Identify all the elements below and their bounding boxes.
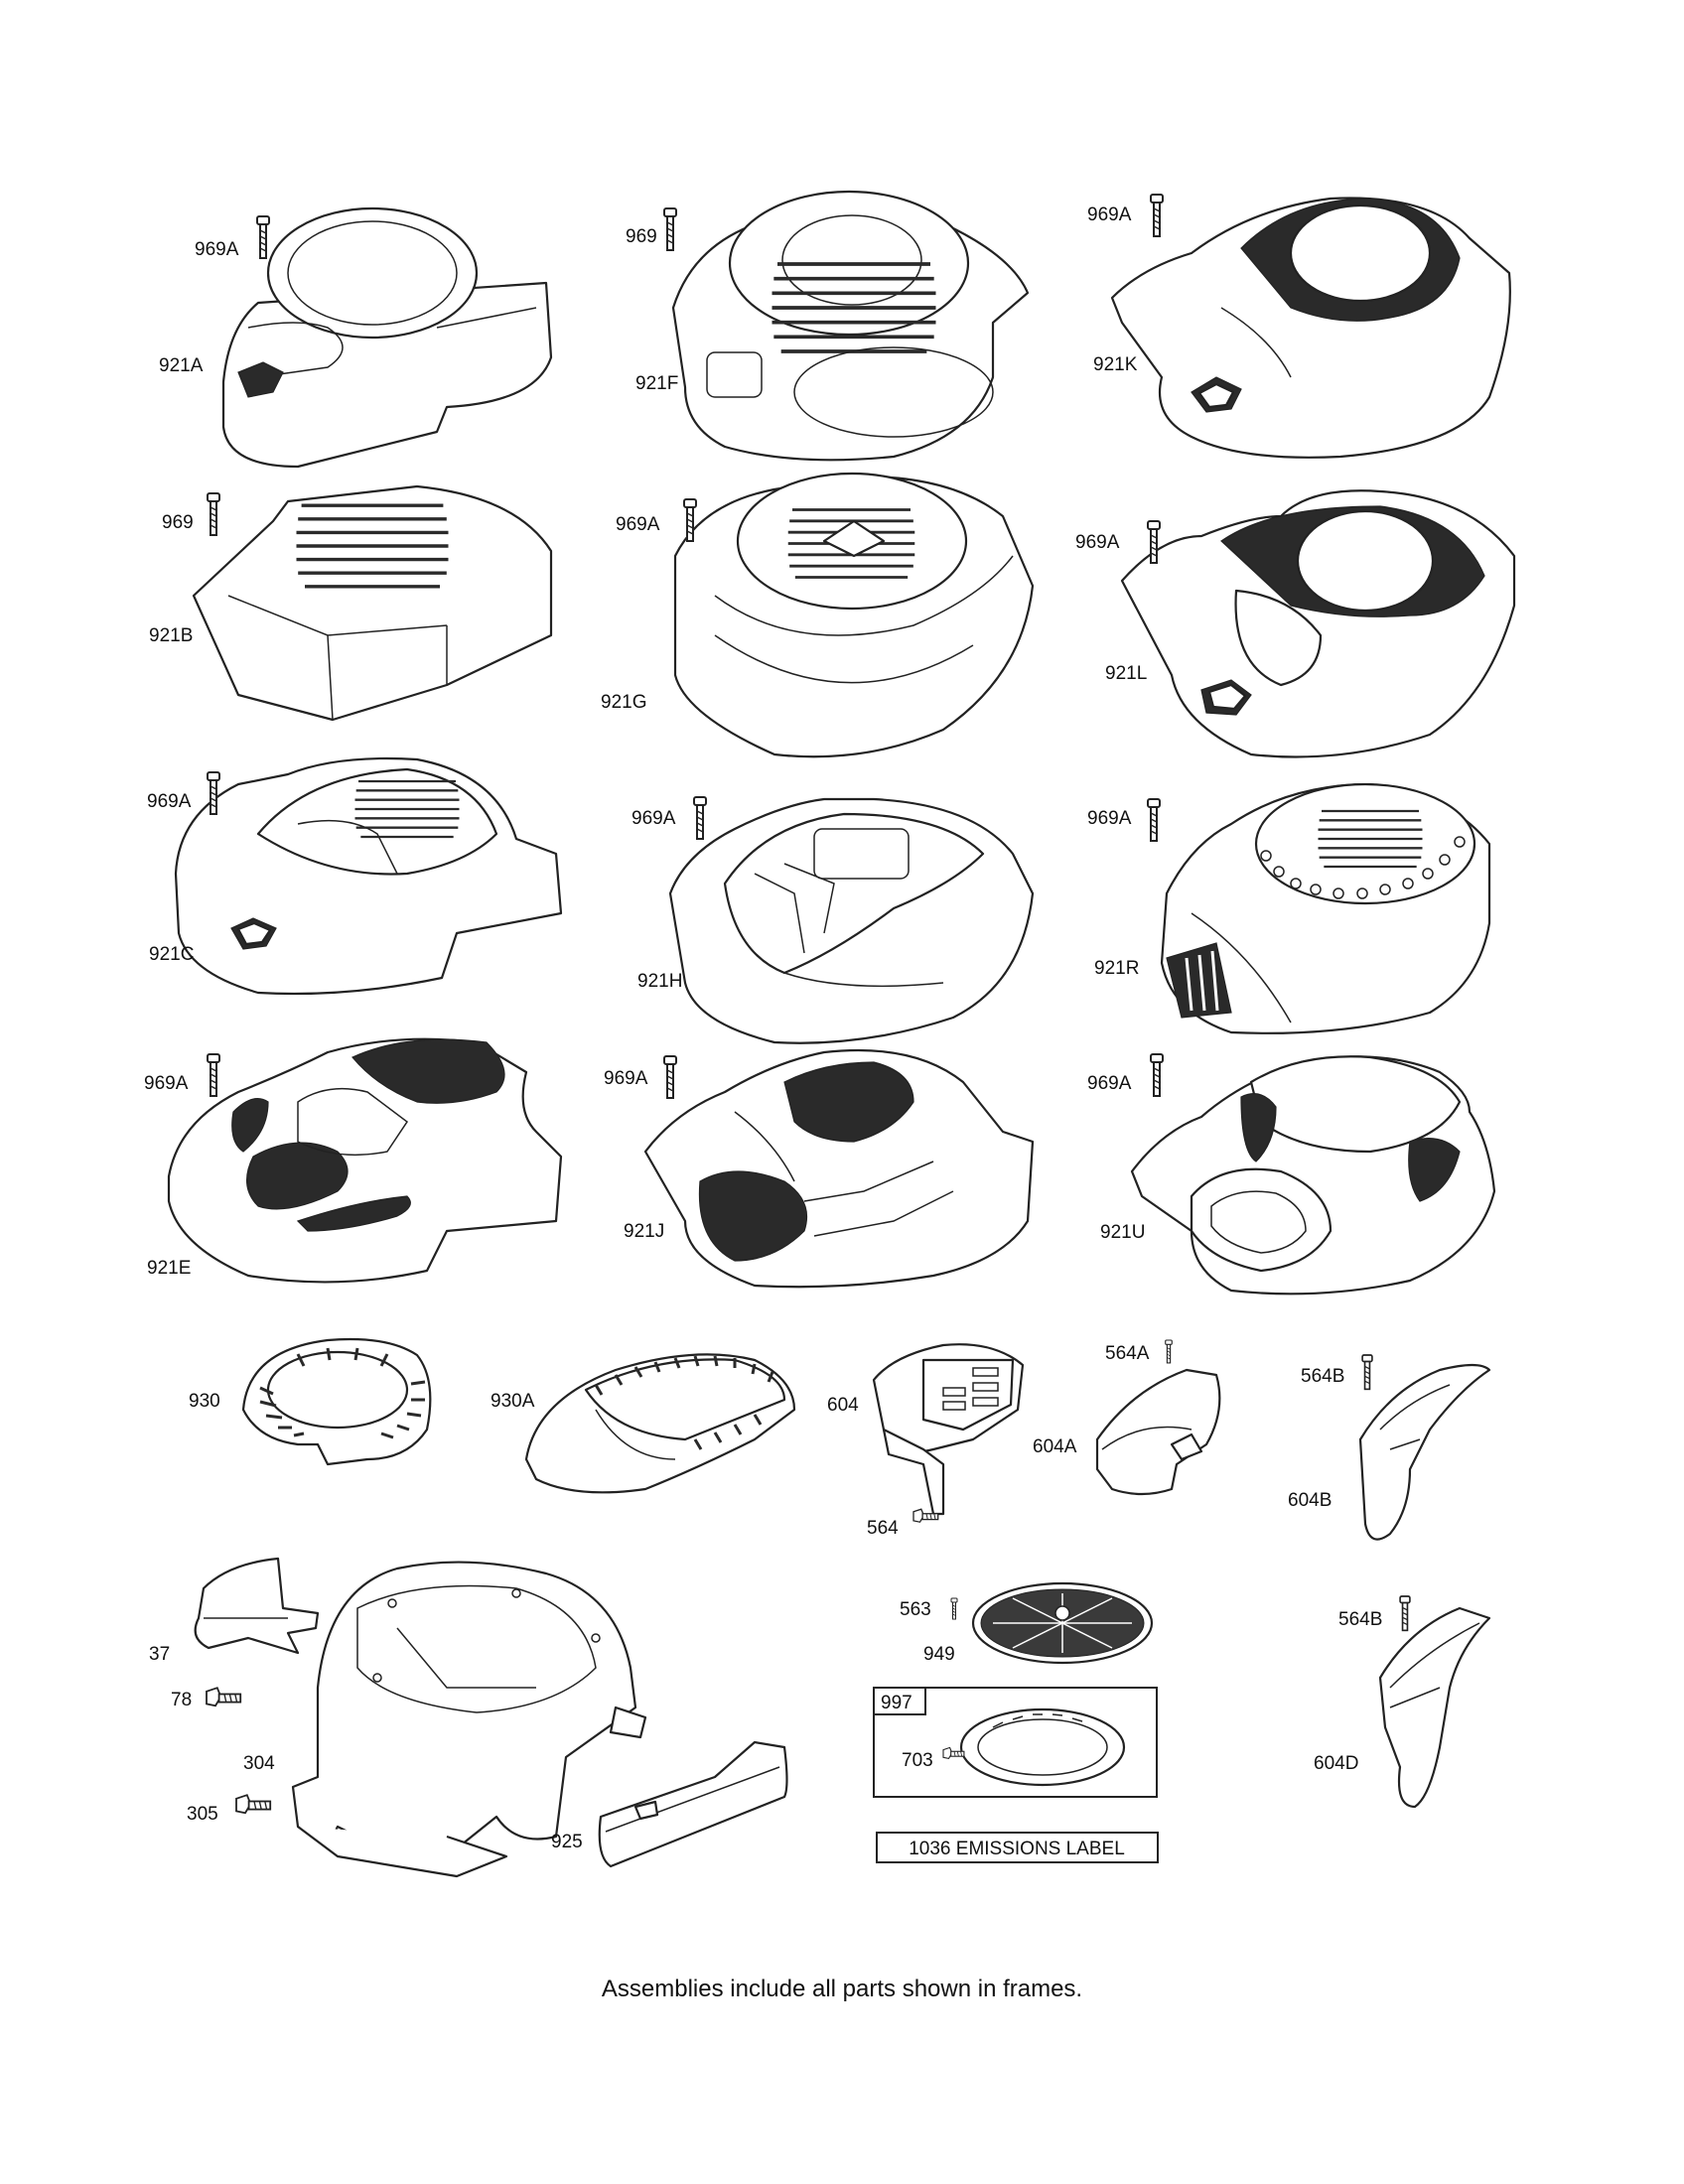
baffle-604D[interactable] — [1378, 1606, 1491, 1809]
label-921C: 921C — [149, 944, 194, 965]
label-921F: 921F — [635, 373, 678, 394]
label-969A: 969A — [604, 1068, 648, 1089]
label-921B: 921B — [149, 625, 193, 646]
label-304: 304 — [243, 1753, 275, 1774]
label-969A: 969A — [1087, 808, 1132, 829]
screw-969A[interactable] — [207, 1053, 220, 1097]
label-921H: 921H — [637, 971, 682, 992]
screw-969A[interactable] — [1150, 194, 1164, 237]
screw-969A[interactable] — [256, 215, 270, 259]
bolt-78[interactable] — [206, 1687, 242, 1707]
footer-note: Assemblies include all parts shown in fr… — [601, 1976, 1083, 2002]
label-969A: 969A — [147, 791, 192, 812]
label-921L: 921L — [1105, 663, 1147, 684]
cover-921G[interactable] — [673, 472, 1035, 758]
label-305: 305 — [187, 1804, 218, 1825]
baffle-604A[interactable] — [1095, 1368, 1221, 1496]
cover-921E[interactable] — [167, 1037, 563, 1284]
label-921J: 921J — [624, 1221, 664, 1242]
label-564B: 564B — [1338, 1609, 1382, 1630]
cover-921A[interactable] — [221, 206, 553, 469]
screw-969[interactable] — [663, 207, 677, 251]
guard-925[interactable] — [598, 1740, 788, 1868]
label-564A: 564A — [1105, 1343, 1150, 1364]
label-969: 969 — [626, 226, 657, 247]
cover-921R[interactable] — [1160, 782, 1491, 1034]
label-78: 78 — [171, 1690, 192, 1710]
emissions-label-box — [876, 1832, 1159, 1863]
screw-969[interactable] — [207, 492, 220, 536]
label-604A: 604A — [1033, 1436, 1077, 1457]
label-921R: 921R — [1094, 958, 1139, 979]
screw-564A[interactable] — [1164, 1339, 1174, 1364]
label-969A: 969A — [1087, 1073, 1132, 1094]
screw-564B[interactable] — [1361, 1354, 1373, 1391]
baffle-604[interactable] — [872, 1343, 1025, 1516]
label-997: 997 — [881, 1693, 912, 1713]
label-921G: 921G — [601, 692, 646, 713]
label-37: 37 — [149, 1644, 170, 1665]
label-564: 564 — [867, 1518, 899, 1539]
label-564B: 564B — [1301, 1366, 1344, 1387]
bolt-305[interactable] — [235, 1794, 272, 1815]
label-969A: 969A — [616, 514, 660, 535]
screen-949[interactable] — [971, 1581, 1154, 1665]
assembly-frame-997[interactable] — [873, 1687, 1158, 1798]
baffle-604B[interactable] — [1358, 1363, 1491, 1541]
screen-930[interactable] — [241, 1337, 432, 1466]
baffle-37[interactable] — [194, 1557, 320, 1655]
label-930A: 930A — [491, 1391, 535, 1412]
label-563: 563 — [900, 1599, 931, 1620]
screw-969A[interactable] — [1147, 798, 1161, 842]
screw-563[interactable] — [950, 1597, 958, 1620]
label-969A: 969A — [195, 239, 239, 260]
screw-564B[interactable] — [1399, 1595, 1411, 1632]
cover-921K[interactable] — [1110, 197, 1511, 459]
label-921K: 921K — [1093, 354, 1138, 375]
screw-969A[interactable] — [693, 796, 707, 840]
cover-921H[interactable] — [668, 797, 1035, 1044]
label-969: 969 — [162, 512, 194, 533]
blower-housing-304[interactable] — [291, 1561, 647, 1878]
label-604: 604 — [827, 1395, 859, 1416]
cover-921F[interactable] — [671, 190, 1030, 462]
label-949: 949 — [923, 1644, 955, 1665]
label-604B: 604B — [1288, 1490, 1332, 1511]
label-969A: 969A — [1087, 205, 1132, 225]
label-921E: 921E — [147, 1258, 191, 1279]
screw-969A[interactable] — [663, 1055, 677, 1099]
emissions-label-text: 1036 EMISSIONS LABEL — [909, 1839, 1125, 1859]
label-930: 930 — [189, 1391, 220, 1412]
cover-921C[interactable] — [174, 756, 563, 996]
label-969A: 969A — [632, 808, 676, 829]
label-969A: 969A — [1075, 532, 1120, 553]
label-921U: 921U — [1100, 1222, 1145, 1243]
screen-930A[interactable] — [524, 1353, 796, 1494]
label-703: 703 — [902, 1750, 933, 1771]
label-921A: 921A — [159, 355, 204, 376]
cover-921U[interactable] — [1130, 1055, 1496, 1296]
cover-921L[interactable] — [1120, 489, 1516, 758]
label-925: 925 — [551, 1832, 583, 1852]
cover-921J[interactable] — [643, 1048, 1035, 1289]
label-969A: 969A — [144, 1073, 189, 1094]
label-604D: 604D — [1314, 1753, 1358, 1774]
cover-921B[interactable] — [192, 484, 553, 722]
screw-969A[interactable] — [1150, 1053, 1164, 1097]
